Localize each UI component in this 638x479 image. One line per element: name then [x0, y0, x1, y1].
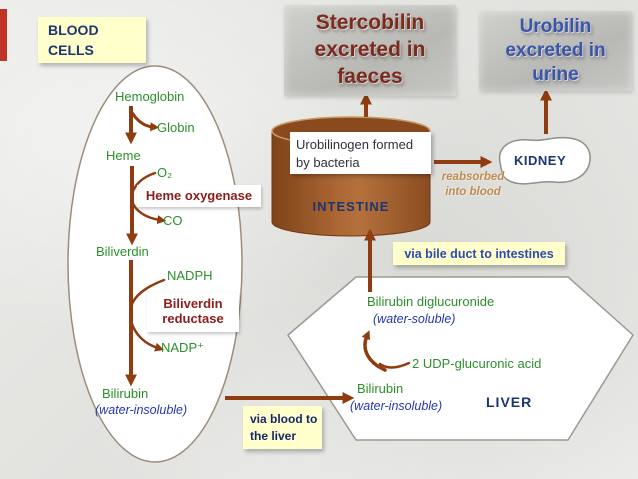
urobilin-title: Urobilin excreted in urine [505, 15, 606, 86]
arrow-branch-to-globin [129, 110, 160, 132]
blood-cell-ellipse [67, 65, 243, 463]
urobilinogen-note: Urobilinogen formed by bacteria [296, 137, 414, 170]
co-label: CO [163, 213, 183, 228]
bilirubin-cell-label: Bilirubin [102, 386, 149, 401]
via-bile-duct-note-box: via bile duct to intestines [393, 242, 565, 265]
curve-nadph-entry [129, 278, 166, 309]
heme-oxygenase-enzyme-box: Heme oxygenase [137, 185, 261, 207]
curve-udp-entry [378, 361, 411, 369]
biliverdin-reductase-label: Biliverdin reductase [162, 296, 224, 326]
reabsorbed-note: reabsorbed into blood [441, 171, 505, 198]
stercobilin-title-box: Stercobilin excreted in faeces [284, 5, 456, 96]
arrow-nadp-exit [129, 319, 165, 352]
heme-oxygenase-label: Heme oxygenase [145, 187, 253, 203]
via-blood-note: via blood to the liver [250, 411, 318, 443]
urobilin-title-box: Urobilin excreted in urine [479, 11, 632, 91]
intestine-label: INTESTINE [312, 199, 390, 214]
kidney-shape [498, 136, 591, 185]
blood-cells-label: BLOOD CELLS [48, 21, 99, 58]
urobilinogen-note-box: Urobilinogen formed by bacteria [290, 132, 431, 174]
slide-edge-red-accent [0, 9, 7, 61]
globin-label: Globin [157, 120, 195, 135]
water-soluble-label: (water-soluble) [373, 312, 456, 326]
via-bile-duct-note: via bile duct to intestines [404, 246, 554, 261]
water-insoluble-cell-label: (water-insoluble) [95, 403, 188, 417]
nadp-label: NADP⁺ [161, 340, 204, 355]
bilirubin-diglucuronide-label: Bilirubin diglucuronide [367, 294, 495, 309]
blood-cells-label-box: BLOOD CELLS [38, 17, 146, 63]
liver-label: LIVER [486, 394, 533, 410]
udp-glucuronic-acid-label: 2 UDP-glucuronic acid [412, 356, 542, 371]
via-blood-note-box: via blood to the liver [243, 406, 322, 449]
biliverdin-label: Biliverdin [96, 244, 149, 259]
curve-o2-entry [130, 171, 157, 196]
nadph-label: NADPH [167, 268, 213, 283]
hemoglobin-label: Hemoglobin [115, 89, 185, 104]
biliverdin-reductase-enzyme-box: Biliverdin reductase [147, 292, 239, 332]
bilirubin-liver-label: Bilirubin [357, 381, 404, 396]
stercobilin-title: Stercobilin excreted in faeces [314, 11, 426, 88]
heme-label: Heme [106, 148, 141, 163]
arrow-co-exit [130, 199, 167, 225]
water-insoluble-liver-label: (water-insoluble) [350, 399, 443, 413]
liver-hexagon [287, 276, 634, 441]
arrow-bilirubin-conjugation [361, 330, 387, 372]
kidney-label: KIDNEY [514, 153, 567, 168]
o2-label: O₂ [157, 165, 173, 180]
